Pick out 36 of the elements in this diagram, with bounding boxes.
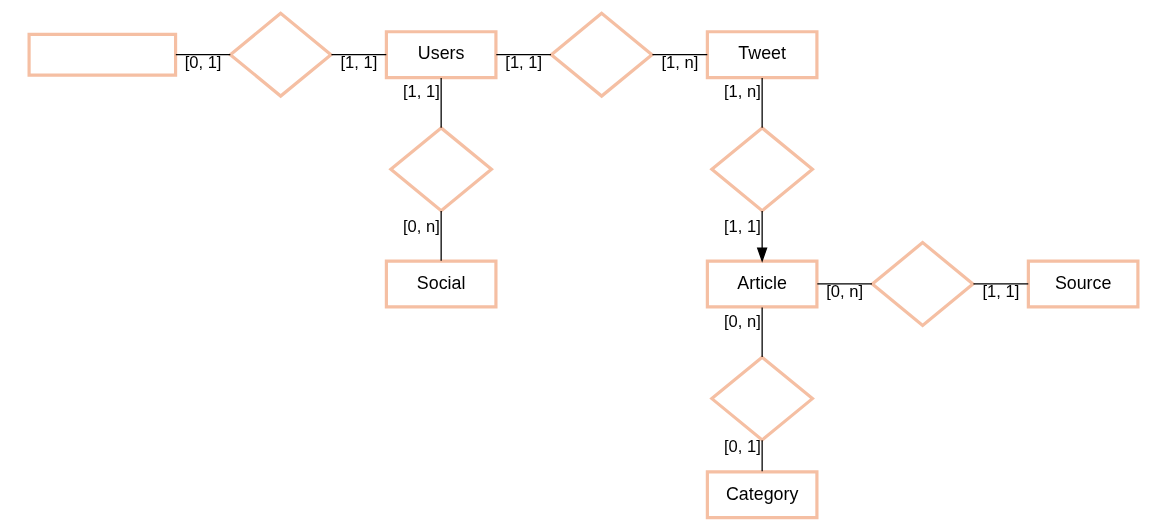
node-box: Source <box>1026 259 1139 309</box>
connector <box>972 283 1029 285</box>
node-diamond <box>548 11 654 99</box>
node-box: Article <box>705 259 818 309</box>
edge-label: [1, 1] <box>339 52 377 72</box>
node-diamond <box>387 125 494 213</box>
connector <box>761 439 763 472</box>
connector <box>651 54 708 56</box>
edge-label: [1, 1] <box>504 52 542 72</box>
node-diamond <box>708 125 815 213</box>
node-box: Tweet <box>705 30 818 80</box>
connector <box>816 283 873 285</box>
edge-label: [0, n] <box>825 282 863 302</box>
connector <box>440 77 442 129</box>
connector <box>440 210 442 262</box>
node-diamond <box>869 240 975 328</box>
connector <box>330 54 387 56</box>
edge-label: [0, n] <box>402 217 440 237</box>
connector <box>174 54 231 56</box>
node-box: Category <box>705 470 818 520</box>
edge-label: [1, n] <box>660 52 698 72</box>
edge-label: [1, 1] <box>981 282 1019 302</box>
node-box: Users <box>384 30 497 80</box>
edge-label: [0, 1] <box>184 52 221 72</box>
connector <box>761 77 763 129</box>
edge-label: [0, 1] <box>723 436 761 456</box>
edge-label: [1, 1] <box>402 82 440 102</box>
connector <box>761 306 763 358</box>
edge-label: [0, n] <box>723 311 761 331</box>
node-diamond <box>227 11 333 99</box>
connector <box>495 54 552 56</box>
arrow <box>756 210 767 263</box>
node-box: Social <box>384 259 497 309</box>
node-box <box>27 32 177 77</box>
edge-label: [1, 1] <box>723 216 761 236</box>
edge-label: [1, n] <box>723 82 761 102</box>
